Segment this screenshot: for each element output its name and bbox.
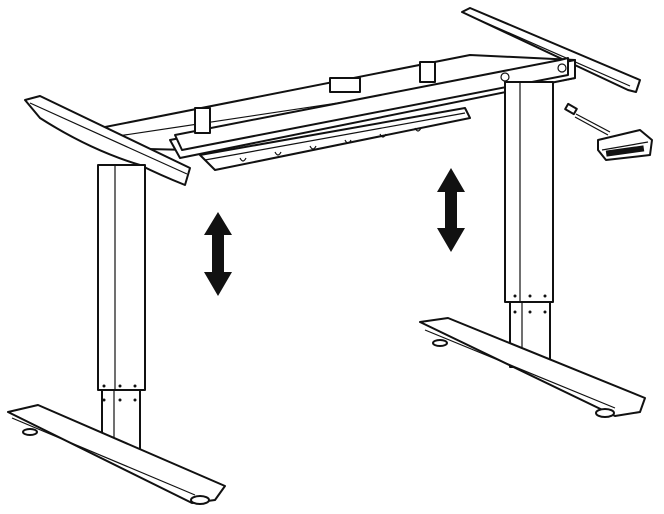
- cable-tray: [199, 107, 471, 171]
- height-adjust-arrow-icon: [437, 168, 465, 252]
- left-foot: [7, 404, 226, 505]
- right-top-bracket: [461, 7, 641, 93]
- right-foot: [419, 317, 646, 418]
- height-adjust-arrow-icon: [204, 212, 232, 296]
- left-leg-column: [97, 164, 146, 456]
- right-leg-column: [504, 81, 554, 368]
- control-panel-icon: [564, 102, 653, 161]
- cross-rails: [99, 54, 576, 159]
